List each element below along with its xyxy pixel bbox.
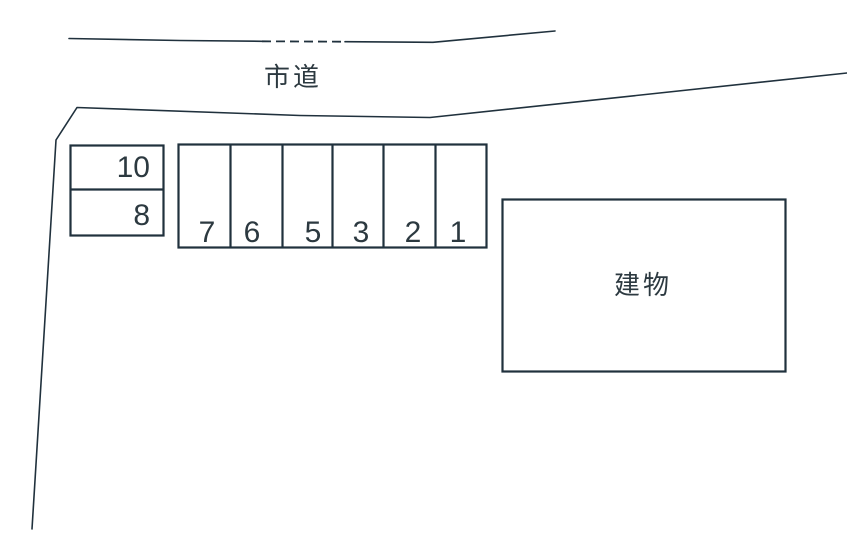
stall-2-label: 2 [405,216,422,249]
stall-3-label: 3 [353,216,370,249]
building-outline [501,198,787,373]
space-10-label: 10 [117,151,150,184]
stall-5-label: 5 [305,216,322,249]
stall-7-label: 7 [199,216,216,249]
stall-6-label: 6 [244,216,261,249]
space-8-label: 8 [133,199,150,232]
stall-1-label: 1 [450,216,467,249]
road-upper-edge-line [68,37,263,43]
road-upper-edge-line-right [344,30,556,44]
building-label: 建物 [614,270,672,300]
road-label: 市道 [264,62,322,92]
road-lower-edge-and-boundary-line [31,72,847,530]
